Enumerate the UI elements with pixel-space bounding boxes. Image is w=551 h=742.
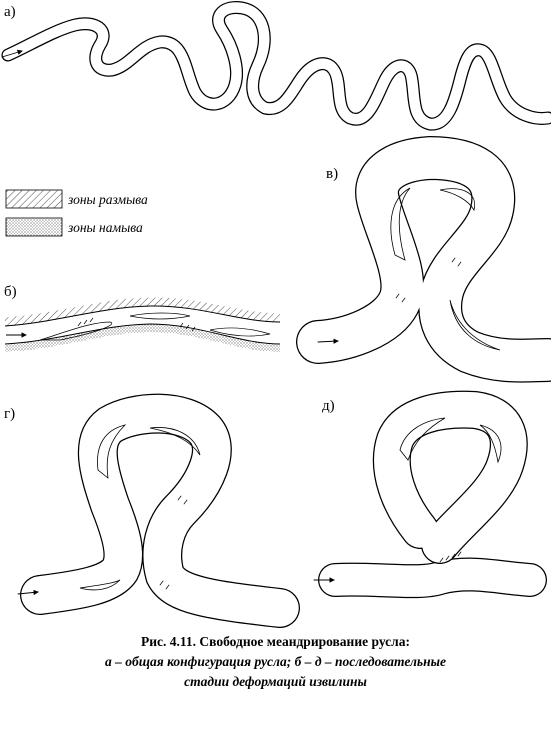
panel-v-point-bar-1 <box>390 187 411 261</box>
caption-line-2: стадии деформаций извилины <box>184 674 367 689</box>
panel-g-channel <box>17 393 300 628</box>
panel-g-ticks <box>159 495 188 590</box>
panel-label-b: б) <box>4 284 17 300</box>
flow-arrow-a <box>1 49 23 58</box>
caption-title: Рис. 4.11. Свободное меандрирование русл… <box>141 634 410 649</box>
panel-b-left-bank <box>4 305 281 327</box>
legend-erosion-label: зоны размыва <box>67 192 148 207</box>
flow-arrow-g <box>17 589 39 596</box>
panel-label-a: а) <box>4 4 16 20</box>
panel-d-ticks <box>439 551 462 563</box>
panel-v-channel <box>296 135 551 383</box>
panel-label-v: в) <box>326 166 338 182</box>
panel-v-ticks <box>395 257 462 303</box>
legend: зоны размыва зоны намыва <box>5 189 148 237</box>
panel-g-point-bar-1 <box>97 424 127 479</box>
panel-label-g: г) <box>4 406 15 422</box>
panel-b-bar-2 <box>129 312 191 320</box>
legend-deposition-swatch <box>5 217 63 237</box>
panel-d-point-bar-2 <box>479 424 502 464</box>
legend-deposition-label: зоны намыва <box>67 220 143 235</box>
panel-v-point-bar-3 <box>449 299 501 351</box>
legend-erosion-swatch <box>5 189 63 209</box>
flow-arrow-v <box>317 338 339 344</box>
figure-caption: Рис. 4.11. Свободное меандрирование русл… <box>0 632 551 692</box>
caption-line-1: а – общая конфигурация русла; б – д – по… <box>105 654 446 669</box>
panel-b-bar-1 <box>39 321 113 341</box>
panel-a-channel <box>1 0 551 131</box>
panel-b-channel <box>4 297 281 352</box>
panel-g-point-bar-2 <box>149 427 201 456</box>
panel-g-point-bar-3 <box>79 579 121 591</box>
panel-b-bar-3 <box>209 327 271 337</box>
panel-b-ticks <box>77 317 196 332</box>
panel-v-point-bar-2 <box>439 188 476 212</box>
panel-label-d: д) <box>322 398 335 414</box>
panel-d-channel <box>313 390 547 599</box>
panel-d-point-bar-1 <box>399 417 446 461</box>
panel-b-right-bank <box>4 323 281 345</box>
